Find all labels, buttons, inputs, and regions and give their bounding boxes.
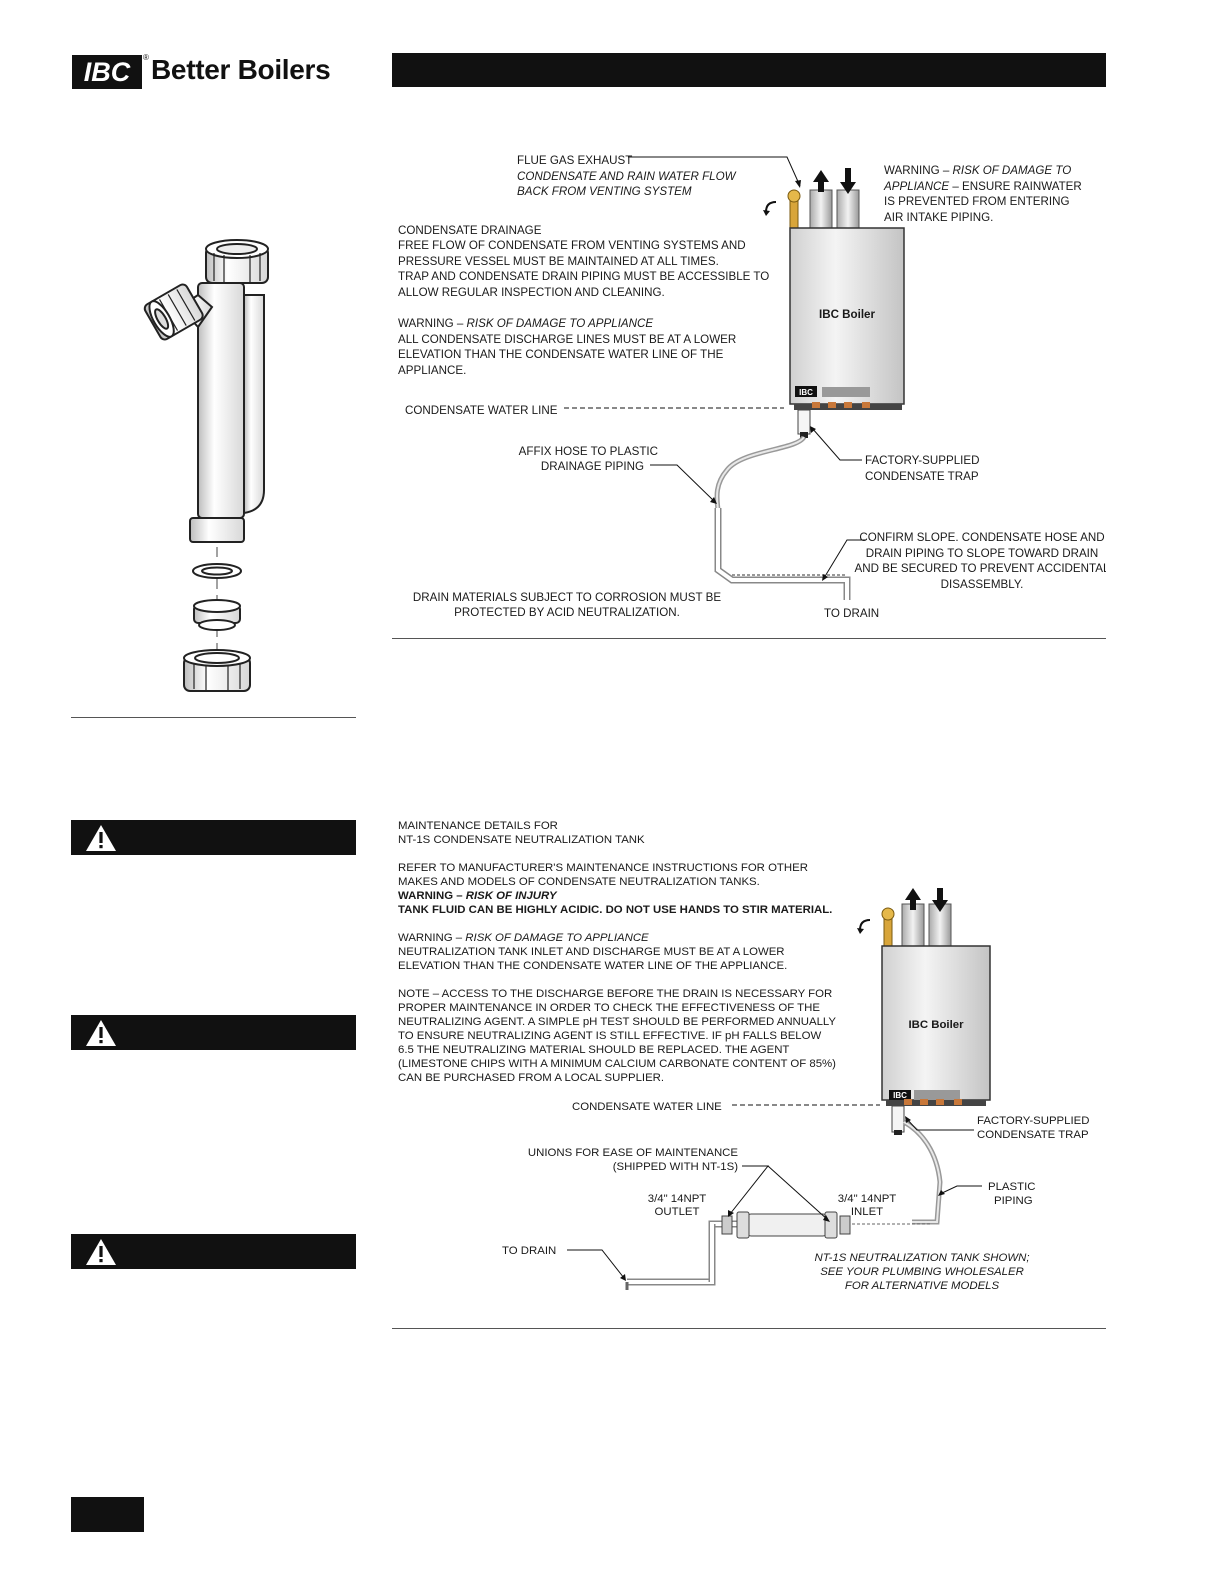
outlet-label: OUTLET	[655, 1206, 700, 1218]
drainage-line-4: ALLOW REGULAR INSPECTION AND CLEANING.	[398, 286, 665, 299]
logo-registered-mark: ®	[143, 53, 149, 62]
rain-warning-line-4: AIR INTAKE PIPING.	[884, 211, 993, 224]
note-line-1: NOTE – ACCESS TO THE DISCHARGE BEFORE TH…	[398, 988, 832, 1000]
tank-appliance-warning-heading: WARNING – RISK OF DAMAGE TO APPLIANCE	[398, 932, 649, 944]
unions-line-2: (SHIPPED WITH NT-1S)	[613, 1161, 739, 1173]
boiler-unit-2: IBC Boiler IBC	[857, 888, 991, 1135]
water-line-label-2: CONDENSATE WATER LINE	[572, 1101, 722, 1113]
boiler-badge-2: IBC	[893, 1091, 907, 1100]
section-title-bar	[392, 53, 1106, 87]
slope-line-3: AND BE SECURED TO PREVENT ACCIDENTAL	[855, 562, 1106, 575]
warning-triangle-icon	[86, 1020, 116, 1046]
note-line-7: CAN BE PURCHASED FROM A LOCAL SUPPLIER.	[398, 1072, 664, 1084]
plastic-piping-line-1: PLASTIC	[988, 1181, 1035, 1193]
condensate-trap-illustration	[143, 239, 269, 692]
slope-line-4: DISASSEMBLY.	[941, 578, 1024, 591]
tank-appliance-line-1: NEUTRALIZATION TANK INLET AND DISCHARGE …	[398, 946, 785, 958]
affix-hose-line-2: DRAINAGE PIPING	[541, 460, 644, 473]
warning-triangle-icon	[86, 825, 116, 851]
appliance-warning-line-1: ALL CONDENSATE DISCHARGE LINES MUST BE A…	[398, 333, 736, 346]
warning-triangle-icon	[86, 1239, 116, 1265]
appliance-warning-heading: WARNING – RISK OF DAMAGE TO APPLIANCE	[398, 317, 653, 330]
tank-appliance-line-2: ELEVATION THAN THE CONDENSATE WATER LINE…	[398, 960, 787, 972]
tank-note-line-1: NT-1S NEUTRALIZATION TANK SHOWN;	[815, 1252, 1030, 1264]
unions-line-1: UNIONS FOR EASE OF MAINTENANCE	[528, 1147, 739, 1159]
boiler-badge: IBC	[799, 388, 813, 397]
note-line-2: PROPER MAINTENANCE IN ORDER TO CHECK THE…	[398, 1002, 820, 1014]
note-line-4: TO ENSURE NEUTRALIZING AGENT IS STILL EF…	[398, 1030, 821, 1042]
drainage-line-1: FREE FLOW OF CONDENSATE FROM VENTING SYS…	[398, 239, 746, 252]
injury-warning-line: TANK FLUID CAN BE HIGHLY ACIDIC. DO NOT …	[398, 904, 832, 916]
boiler-label-2: IBC Boiler	[908, 1019, 964, 1031]
appliance-warning-line-3: APPLIANCE.	[398, 364, 466, 377]
flue-gas-label: FLUE GAS EXHAUST	[517, 154, 632, 167]
inlet-label: INLET	[851, 1206, 883, 1218]
rain-warning-line-2: APPLIANCE – ENSURE RAINWATER	[883, 180, 1082, 193]
refer-line-2: MAKES AND MODELS OF CONDENSATE NEUTRALIZ…	[398, 876, 760, 888]
trap-label-2: CONDENSATE TRAP	[865, 470, 979, 483]
left-column-divider	[71, 717, 356, 718]
corrosion-line-2: PROTECTED BY ACID NEUTRALIZATION.	[454, 606, 680, 619]
note-line-5: 6.5 THE NEUTRALIZING MATERIAL SHOULD BE …	[398, 1044, 789, 1056]
drainage-line-3: TRAP AND CONDENSATE DRAIN PIPING MUST BE…	[398, 270, 769, 283]
refer-line-1: REFER TO MANUFACTURER'S MAINTENANCE INST…	[398, 862, 808, 874]
ibc-logo-mark: IBC	[72, 55, 142, 89]
warning-bar-1	[71, 820, 356, 855]
intake-arrow-icon	[932, 888, 948, 912]
warning-bar-3	[71, 1234, 356, 1269]
trap-label-2-2: CONDENSATE TRAP	[977, 1129, 1089, 1141]
rain-water-flow-label: CONDENSATE AND RAIN WATER FLOW	[517, 170, 737, 183]
boiler-label: IBC Boiler	[819, 308, 876, 321]
warning-bar-2	[71, 1015, 356, 1050]
tank-note-line-3: FOR ALTERNATIVE MODELS	[845, 1280, 1000, 1292]
slope-line-1: CONFIRM SLOPE. CONDENSATE HOSE AND	[859, 531, 1104, 544]
logo-wordmark: Better Boilers	[151, 54, 331, 85]
trap-label-1: FACTORY-SUPPLIED	[865, 454, 979, 467]
water-line-label: CONDENSATE WATER LINE	[405, 404, 558, 417]
tank-note-line-2: SEE YOUR PLUMBING WHOLESALER	[820, 1266, 1024, 1278]
to-drain-label-2: TO DRAIN	[502, 1245, 556, 1257]
condensate-drainage-diagram: IBC Boiler IBC FLUE GAS EXHAUST CONDENSA…	[398, 154, 1106, 620]
rain-warning-line-3: IS PREVENTED FROM ENTERING	[884, 195, 1070, 208]
appliance-warning-line-2: ELEVATION THAN THE CONDENSATE WATER LINE…	[398, 348, 724, 361]
inlet-size: 3/4" 14NPT	[838, 1193, 897, 1205]
drainage-heading: CONDENSATE DRAINAGE	[398, 224, 542, 237]
boiler-unit-1: IBC Boiler IBC	[763, 168, 905, 438]
injury-warning-heading: WARNING – RISK OF INJURY	[398, 890, 558, 902]
affix-hose-line-1: AFFIX HOSE TO PLASTIC	[519, 445, 658, 458]
figure-1-divider	[392, 638, 1106, 639]
trap-label-2-1: FACTORY-SUPPLIED	[977, 1115, 1089, 1127]
exhaust-arrow-icon	[905, 888, 921, 910]
slope-line-2: DRAIN PIPING TO SLOPE TOWARD DRAIN	[866, 547, 1099, 560]
drainage-line-2: PRESSURE VESSEL MUST BE MAINTAINED AT AL…	[398, 255, 719, 268]
corrosion-line-1: DRAIN MATERIALS SUBJECT TO CORROSION MUS…	[413, 591, 721, 604]
maint-heading-2: NT-1S CONDENSATE NEUTRALIZATION TANK	[398, 834, 645, 846]
intake-arrow-icon	[840, 168, 856, 194]
maint-heading-1: MAINTENANCE DETAILS FOR	[398, 820, 558, 832]
to-drain-label: TO DRAIN	[824, 607, 879, 620]
figure-2-divider	[392, 1328, 1106, 1329]
note-line-6: (LIMESTONE CHIPS WITH A MINIMUM CALCIUM …	[398, 1058, 836, 1070]
note-line-3: NEUTRALIZING AGENT. A SIMPLE pH TEST SHO…	[398, 1016, 836, 1028]
exhaust-arrow-icon	[813, 170, 829, 192]
outlet-size: 3/4" 14NPT	[648, 1193, 707, 1205]
page-number-box	[71, 1497, 144, 1532]
venting-system-label: BACK FROM VENTING SYSTEM	[517, 185, 692, 198]
plastic-piping-line-2: PIPING	[994, 1195, 1033, 1207]
rain-warning-line-1: WARNING – RISK OF DAMAGE TO	[884, 164, 1071, 177]
neutralization-tank-diagram: MAINTENANCE DETAILS FOR NT-1S CONDENSATE…	[398, 820, 1089, 1292]
